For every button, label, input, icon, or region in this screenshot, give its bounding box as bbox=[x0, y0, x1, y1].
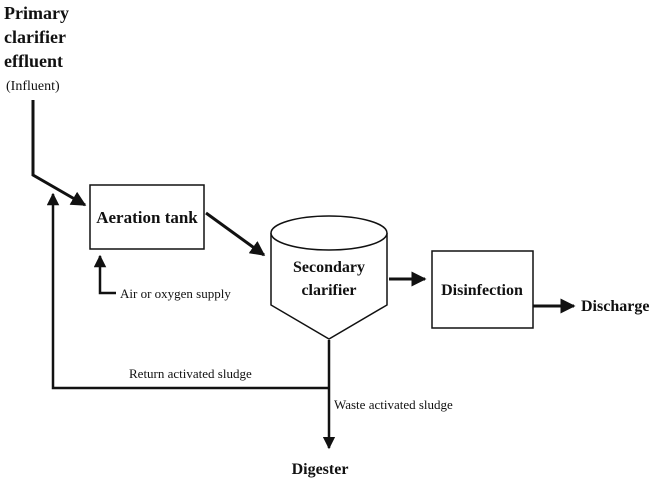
disinfection-box bbox=[431, 250, 534, 329]
discharge-label: Discharge bbox=[581, 298, 649, 315]
air-supply-arrow bbox=[93, 254, 116, 295]
influent-label-line1: Primary bbox=[4, 3, 69, 23]
digester-label: Digester bbox=[292, 461, 349, 478]
return-sludge-arrow bbox=[46, 192, 329, 390]
influent-flow-arrow bbox=[31, 100, 87, 207]
influent-label-line4: (Influent) bbox=[6, 79, 60, 94]
influent-label-line3: effluent bbox=[4, 51, 63, 71]
secondary-clarifier-label-line2: clarifier bbox=[301, 282, 356, 299]
disinfection-label: Disinfection bbox=[441, 282, 523, 299]
secondary-clarifier-label-line1: Secondary bbox=[293, 259, 365, 276]
waste-sludge-label: Waste activated sludge bbox=[334, 397, 453, 412]
return-sludge-label: Return activated sludge bbox=[129, 366, 252, 381]
aeration-tank-label: Aeration tank bbox=[96, 208, 198, 227]
secondary-clarifier bbox=[270, 215, 388, 340]
influent-label-line2: clarifier bbox=[4, 27, 66, 47]
aeration-to-clarifier-arrow bbox=[205, 211, 266, 257]
air-supply-label: Air or oxygen supply bbox=[120, 286, 231, 301]
aeration-tank-box bbox=[89, 184, 205, 250]
